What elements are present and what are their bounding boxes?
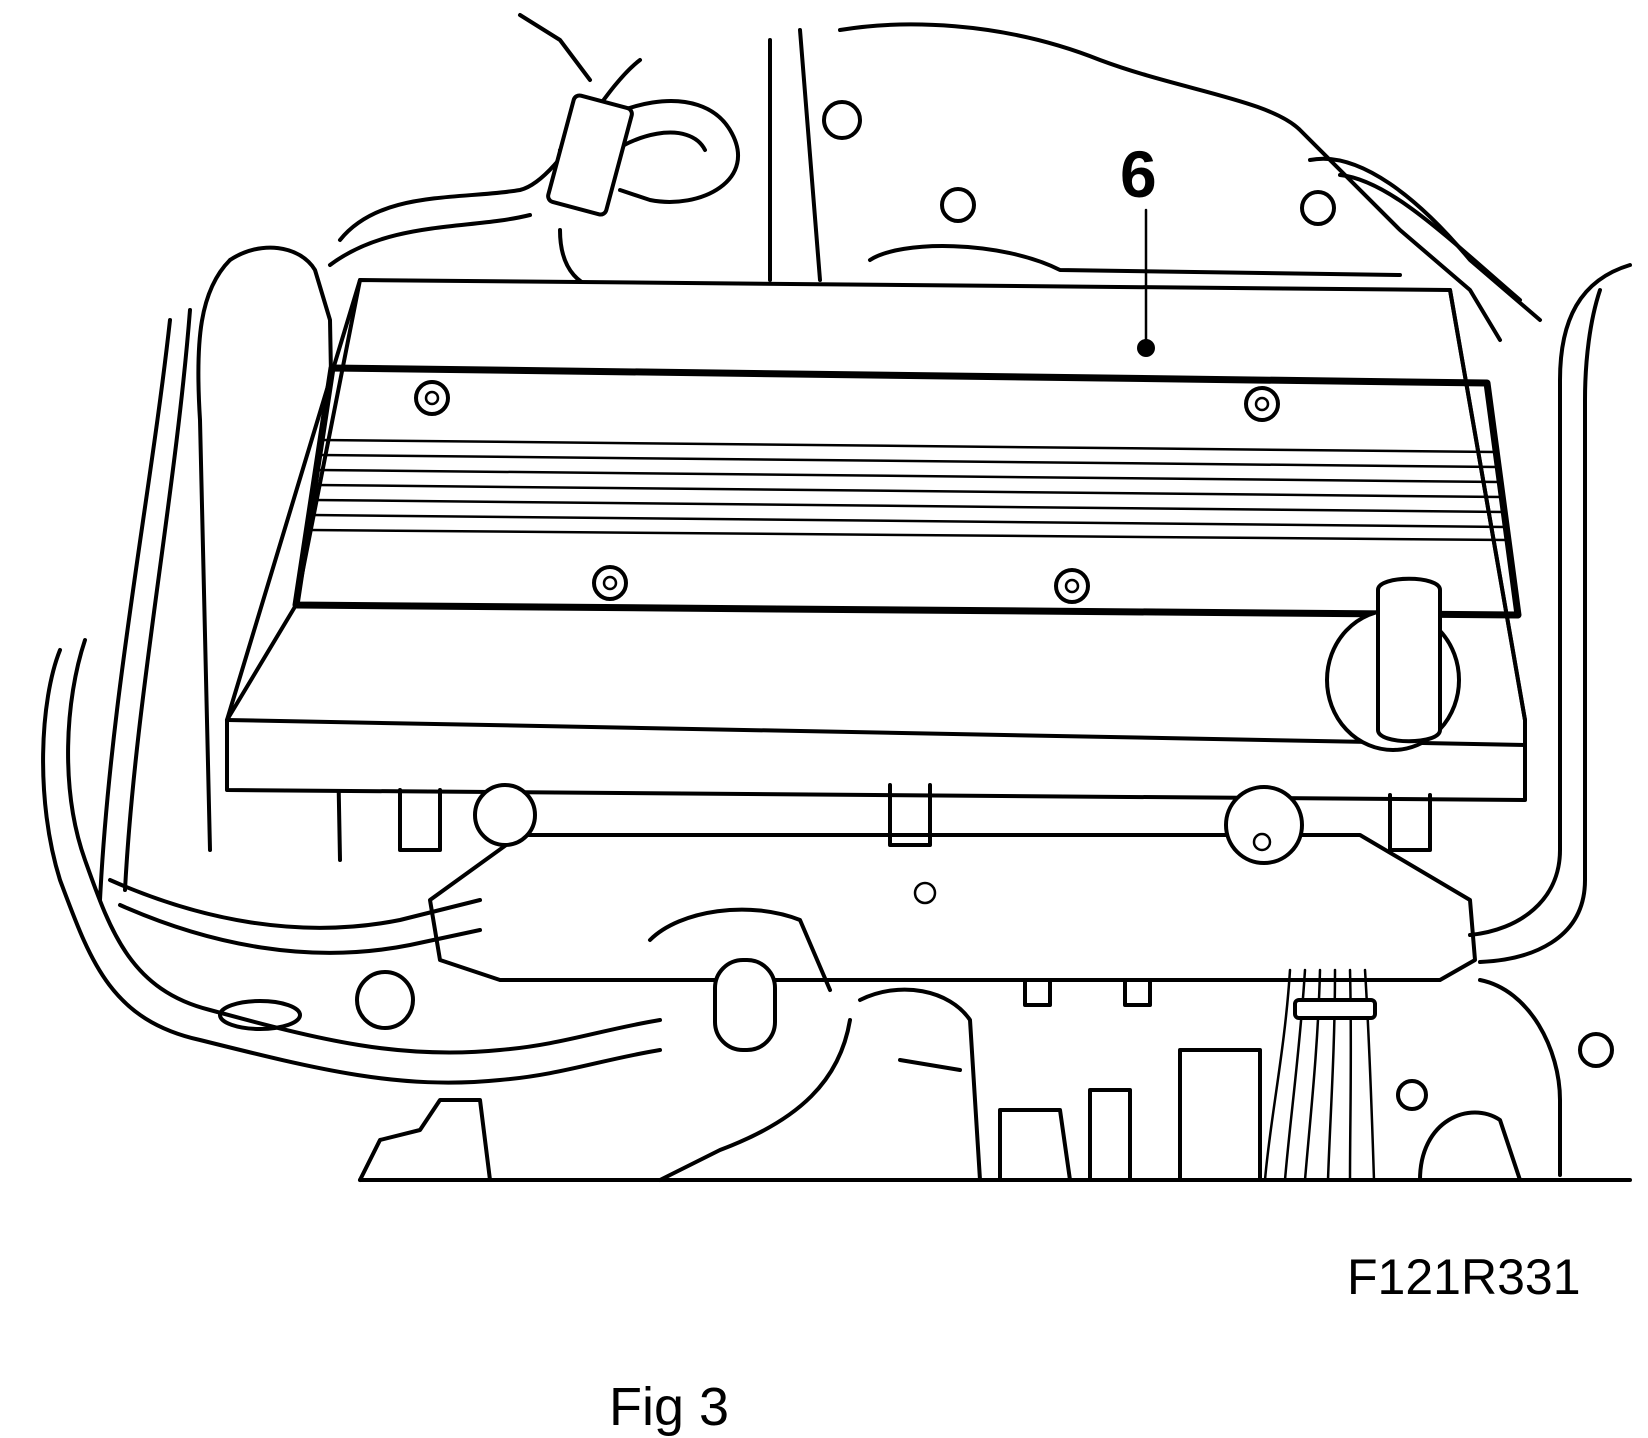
- bolt: [940, 187, 976, 223]
- figure-code: F121R331: [1347, 1249, 1581, 1305]
- callout-label: 6: [1120, 137, 1157, 211]
- bolt: [822, 100, 862, 140]
- wiring-harness: [1263, 968, 1377, 1182]
- bolt: [1300, 190, 1336, 226]
- cover-bolts: [414, 380, 1280, 604]
- plug: [473, 783, 537, 847]
- plug: [1224, 785, 1304, 865]
- ignition-cassette: [428, 833, 1477, 982]
- callout-dot: [1137, 339, 1155, 357]
- figure-caption: Fig 3: [609, 1377, 730, 1437]
- ribbed-plate: [292, 364, 1522, 619]
- connector: [546, 93, 634, 217]
- oil-filler-cap: [1325, 576, 1461, 752]
